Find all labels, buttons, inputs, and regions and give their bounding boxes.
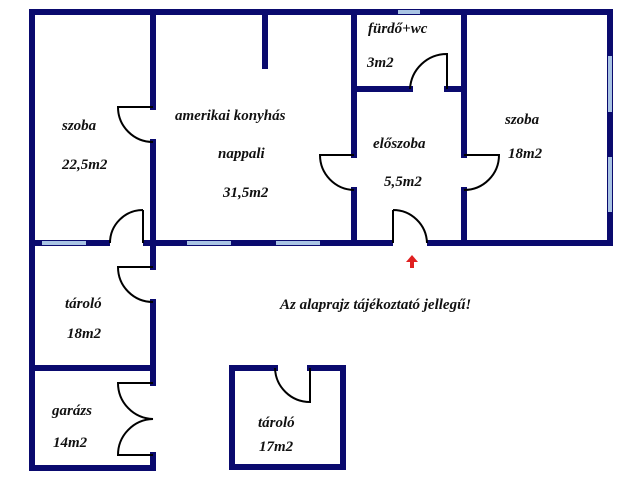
room-area: 3m2	[367, 55, 394, 71]
room-name-2: nappali	[218, 146, 265, 162]
room-area: 31,5m2	[223, 185, 269, 201]
room-area: 18m2	[508, 146, 543, 162]
arrow-up-icon	[406, 255, 418, 268]
room-area: 22,5m2	[62, 157, 108, 173]
doors	[109, 52, 501, 456]
room-area: 14m2	[53, 435, 88, 451]
walls	[29, 9, 613, 471]
windows	[42, 10, 612, 245]
disclaimer-note: Az alaprajz tájékoztató jellegű!	[280, 297, 472, 313]
room-name: tároló	[65, 296, 102, 312]
room-name: amerikai konyhás	[175, 108, 286, 124]
room-name: szoba	[62, 118, 97, 134]
room-name: garázs	[52, 403, 93, 419]
room-name: előszoba	[373, 136, 426, 152]
room-name: fürdő+wc	[368, 21, 428, 37]
room-area: 5,5m2	[384, 174, 422, 190]
room-name: szoba	[505, 112, 540, 128]
room-name: tároló	[258, 415, 295, 431]
room-area: 17m2	[259, 439, 294, 455]
room-area: 18m2	[67, 326, 102, 342]
